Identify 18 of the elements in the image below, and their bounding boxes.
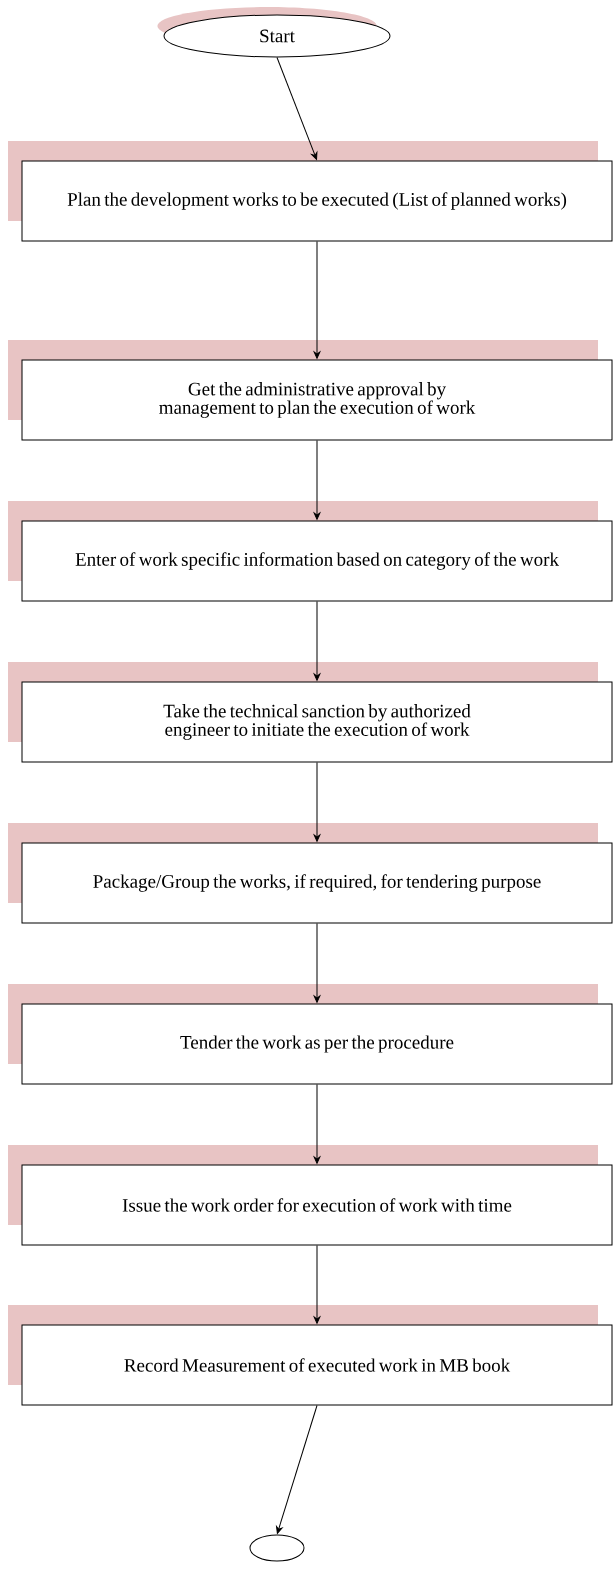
process-box: Get the administrative approval by management to plan the execution of work <box>21 359 613 441</box>
arrow <box>313 762 321 842</box>
arrow <box>313 923 321 1003</box>
arrow <box>313 1084 321 1164</box>
arrow <box>313 601 321 681</box>
process-box: Issue the work order for execution of work with time <box>21 1164 613 1246</box>
arrow <box>313 440 321 520</box>
end-ellipse <box>249 1534 305 1562</box>
process-box: Tender the work as per the procedure <box>21 1003 613 1085</box>
process-box: Enter of work specific information based on category of the work <box>21 520 613 602</box>
arrow <box>276 1405 318 1534</box>
arrow <box>276 57 318 160</box>
process-box: Plan the development works to be executed (List of planned works) <box>21 160 613 242</box>
process-box: Take the technical sanction by authorized engineer to initiate the execution of work <box>21 681 613 763</box>
process-box: Record Measurement of executed work in MB book <box>21 1324 613 1406</box>
process-box: Package/Group the works, if required, for tendering purpose <box>21 842 613 924</box>
arrow <box>313 1245 321 1324</box>
arrow <box>313 241 321 359</box>
